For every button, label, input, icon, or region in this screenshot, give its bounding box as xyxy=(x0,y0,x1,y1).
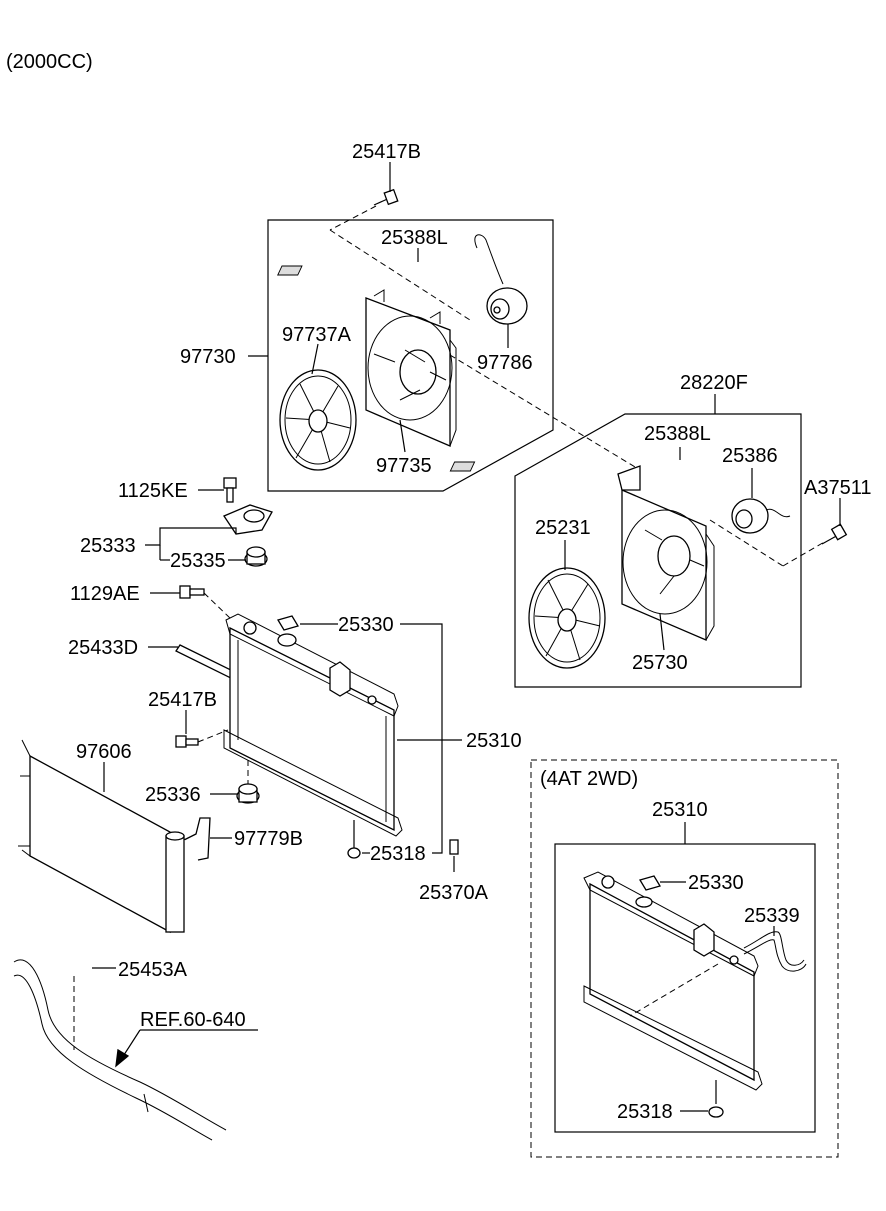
variant-label-25318: 25318 xyxy=(617,1101,673,1123)
variant-cap-25330[interactable] xyxy=(639,875,661,891)
label-A37511: A37511 xyxy=(804,477,871,499)
fan-motor-25386[interactable] xyxy=(731,498,791,534)
label-97730: 97730 xyxy=(180,346,236,368)
engine-label: (2000CC) xyxy=(6,51,93,73)
label-25388L-a[interactable] xyxy=(277,265,303,276)
bolt-25417B-top[interactable] xyxy=(373,188,399,206)
bolt-A37511[interactable] xyxy=(821,523,848,545)
label-97779B: 97779B xyxy=(234,828,303,850)
hose-25339[interactable] xyxy=(743,931,807,972)
label-25370A: 25370A xyxy=(419,882,489,904)
label-25318: 25318 xyxy=(370,843,426,865)
fan-shroud-assembly-28220F xyxy=(449,394,848,688)
cap-25330[interactable] xyxy=(277,615,299,631)
label-1125KE: 1125KE xyxy=(118,480,188,502)
variant-4at-2wd xyxy=(530,759,839,1158)
label-28220F: 28220F xyxy=(680,372,748,394)
variant-grommet-25318[interactable] xyxy=(708,1106,724,1118)
condenser-97606[interactable] xyxy=(18,739,211,934)
label-25335: 25335 xyxy=(170,550,226,572)
label-97606: 97606 xyxy=(76,741,132,763)
bracket-25333[interactable] xyxy=(223,504,273,535)
shroud-25730[interactable] xyxy=(617,465,715,641)
label-25386: 25386 xyxy=(722,445,778,467)
label-25330: 25330 xyxy=(338,614,394,636)
label-25231: 25231 xyxy=(535,517,591,539)
label-25333: 25333 xyxy=(80,535,136,557)
label-97737A: 97737A xyxy=(282,324,352,346)
bushing-25336[interactable] xyxy=(236,783,260,804)
variant-label-25310: 25310 xyxy=(652,799,708,821)
label-25310: 25310 xyxy=(466,730,522,752)
variant-label-25339: 25339 xyxy=(744,905,800,927)
bolt-1125KE[interactable] xyxy=(223,477,237,503)
label-25433D: 25433D xyxy=(68,637,138,659)
fan-25231[interactable] xyxy=(528,567,606,669)
label-25388L-b[interactable] xyxy=(449,461,476,472)
shroud-97735[interactable] xyxy=(365,289,457,447)
label-25336: 25336 xyxy=(145,784,201,806)
label-25730: 25730 xyxy=(632,652,688,674)
label-25417B-top: 25417B xyxy=(352,141,421,163)
label-25417B-mid: 25417B xyxy=(148,689,217,711)
bushing-25335[interactable] xyxy=(244,546,268,567)
radiator-25310[interactable] xyxy=(223,613,403,859)
label-1129AE: 1129AE xyxy=(70,583,140,605)
label-25388L-a: 25388L xyxy=(381,227,448,249)
bolt-25417B-mid[interactable] xyxy=(175,735,199,748)
label-ref-60-640: REF.60-640 xyxy=(140,1009,246,1031)
body-panel-ref-60-640 xyxy=(13,959,227,1141)
fan-motor-97786[interactable] xyxy=(474,234,528,325)
variant-label-25330: 25330 xyxy=(688,872,744,894)
grommet-25318[interactable] xyxy=(347,847,361,859)
bolt-1129AE[interactable] xyxy=(179,585,205,599)
fan-shroud-assembly-97730 xyxy=(248,162,641,492)
label-25453A: 25453A xyxy=(118,959,188,981)
label-97735: 97735 xyxy=(376,455,432,477)
label-97786: 97786 xyxy=(477,352,533,374)
clip-25370A[interactable] xyxy=(449,839,459,855)
variant-radiator-25310[interactable] xyxy=(583,871,763,1118)
fan-97737A[interactable] xyxy=(279,369,357,471)
label-25388L-b: 25388L xyxy=(644,423,711,445)
variant-title: (4AT 2WD) xyxy=(540,768,638,790)
